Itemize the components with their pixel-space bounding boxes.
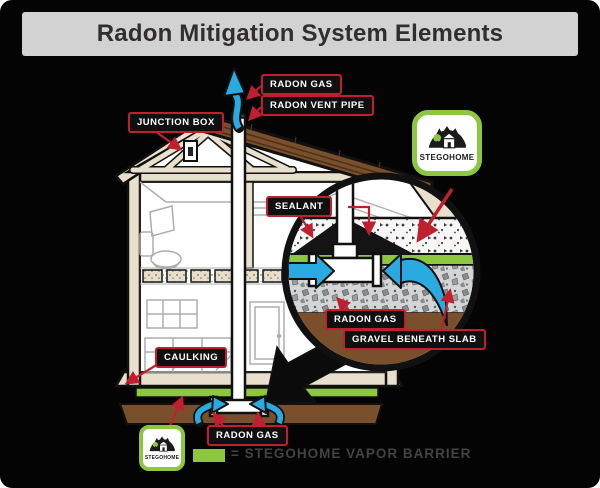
left-wall — [126, 170, 142, 388]
vapor-barrier-band — [135, 387, 379, 398]
stegohome-logo-top: STEGOHOME — [412, 110, 482, 176]
page-title: Radon Mitigation System Elements — [96, 20, 504, 47]
stegohome-dino-icon — [428, 126, 466, 149]
label-radon-gas-top: RADON GAS — [261, 74, 342, 95]
legend-text: = STEGOHOME VAPOR BARRIER — [231, 446, 472, 461]
label-gravel-beneath-slab: GRAVEL BENEATH SLAB — [343, 329, 486, 350]
inset-radon-flow-arrows — [288, 253, 448, 327]
junction-box — [183, 140, 198, 162]
radon-vent-pipe — [230, 112, 247, 406]
radon-gas-exhaust-arrow — [223, 67, 246, 133]
callout-arrows — [124, 84, 455, 428]
door — [249, 301, 285, 365]
title-banner: Radon Mitigation System Elements — [22, 12, 578, 56]
label-radon-gas-inset: RADON GAS — [325, 309, 406, 330]
label-sealant: SEALANT — [266, 196, 333, 217]
legend-vapor-barrier-swatch — [193, 449, 225, 462]
label-radon-vent-pipe: RADON VENT PIPE — [261, 95, 374, 116]
label-caulking: CAULKING — [155, 347, 228, 368]
label-junction-box: JUNCTION BOX — [128, 112, 224, 133]
label-radon-gas-bottom: RADON GAS — [207, 425, 288, 446]
stegohome-wordmark: STEGOHOME — [419, 153, 475, 162]
stegohome-dino-icon — [149, 436, 175, 452]
stegohome-wordmark: STEGOHOME — [144, 455, 180, 461]
stegohome-logo-bottom: STEGOHOME — [139, 425, 185, 471]
radon-gas-inflow-arrows — [193, 395, 285, 428]
slab-band — [113, 370, 405, 388]
